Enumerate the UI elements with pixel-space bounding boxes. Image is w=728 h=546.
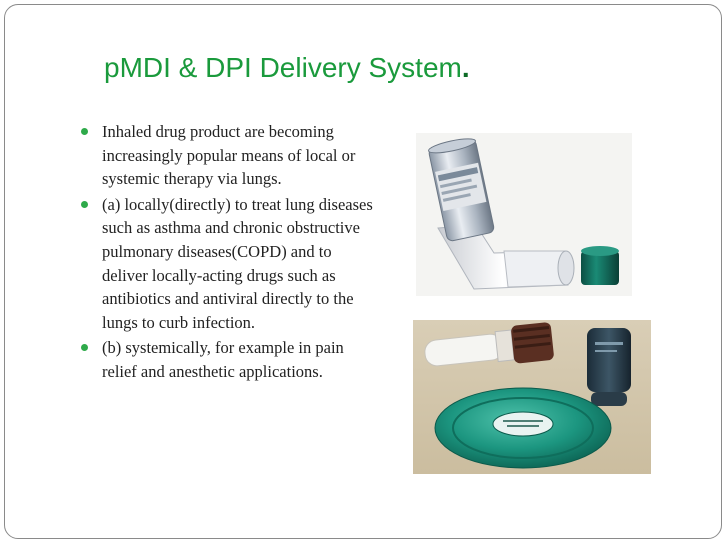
slide-frame	[4, 4, 722, 539]
bullet-text: Inhaled drug product are becoming increa…	[102, 122, 356, 189]
bullet-dot-icon	[81, 200, 88, 208]
pmdi-inhaler-illustration	[416, 133, 632, 296]
bullet-list: Inhaled drug product are becoming increa…	[78, 120, 374, 386]
bullet-text: (b) systemically, for example in pain re…	[102, 338, 344, 381]
bullet-item: (b) systemically, for example in pain re…	[78, 336, 374, 383]
title-text: pMDI & DPI Delivery System	[104, 52, 462, 83]
bullet-item: Inhaled drug product are becoming increa…	[78, 120, 374, 191]
bullet-item: (a) locally(directly) to treat lung dise…	[78, 193, 374, 335]
bullet-dot-icon	[81, 344, 88, 352]
bullet-dot-icon	[81, 128, 88, 135]
pmdi-inhaler-image	[416, 133, 632, 296]
slide-title: pMDI & DPI Delivery System.	[104, 52, 470, 84]
dpi-devices-illustration	[413, 320, 651, 474]
dpi-devices-image	[413, 320, 651, 474]
bullet-text: (a) locally(directly) to treat lung dise…	[102, 194, 373, 332]
title-period: .	[461, 52, 470, 83]
